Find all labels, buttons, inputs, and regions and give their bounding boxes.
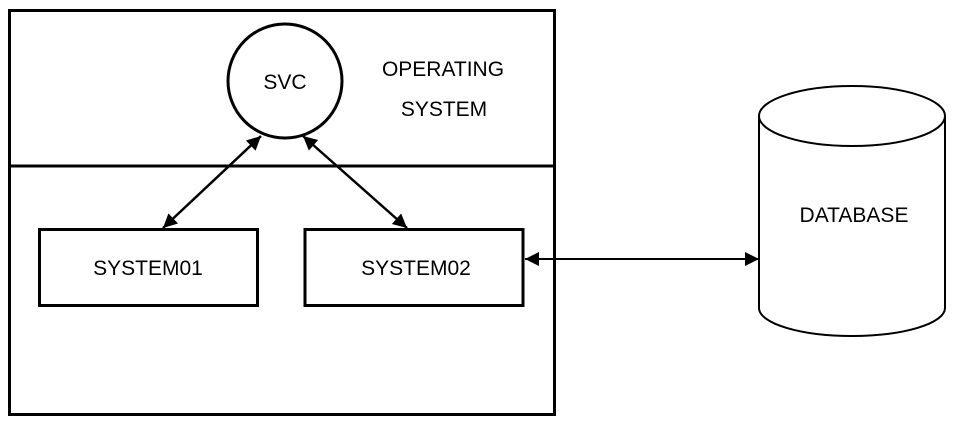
edge-svc-system01 xyxy=(162,135,262,229)
system02-label: SYSTEM02 xyxy=(361,257,471,280)
container-border xyxy=(8,9,556,416)
database-node[interactable]: DATABASE xyxy=(758,85,946,337)
system01-label: SYSTEM01 xyxy=(93,257,203,280)
system01-node[interactable]: SYSTEM01 xyxy=(38,228,259,307)
svc-node[interactable]: SVC xyxy=(226,22,344,140)
container-label-line2: SYSTEM xyxy=(401,98,487,121)
database-label: DATABASE xyxy=(800,204,909,227)
edge-svc-system02 xyxy=(302,135,408,229)
database-cylinder-body xyxy=(758,116,946,337)
database-cylinder-top xyxy=(758,85,946,147)
container-label-line1: OPERATING xyxy=(382,58,504,81)
system02-node[interactable]: SYSTEM02 xyxy=(303,228,525,307)
system02-box xyxy=(303,228,525,307)
operating-system-container: OPERATING SYSTEM xyxy=(8,9,556,416)
system01-box xyxy=(38,228,259,307)
svc-circle xyxy=(226,22,344,140)
svc-label: SVC xyxy=(263,71,306,94)
